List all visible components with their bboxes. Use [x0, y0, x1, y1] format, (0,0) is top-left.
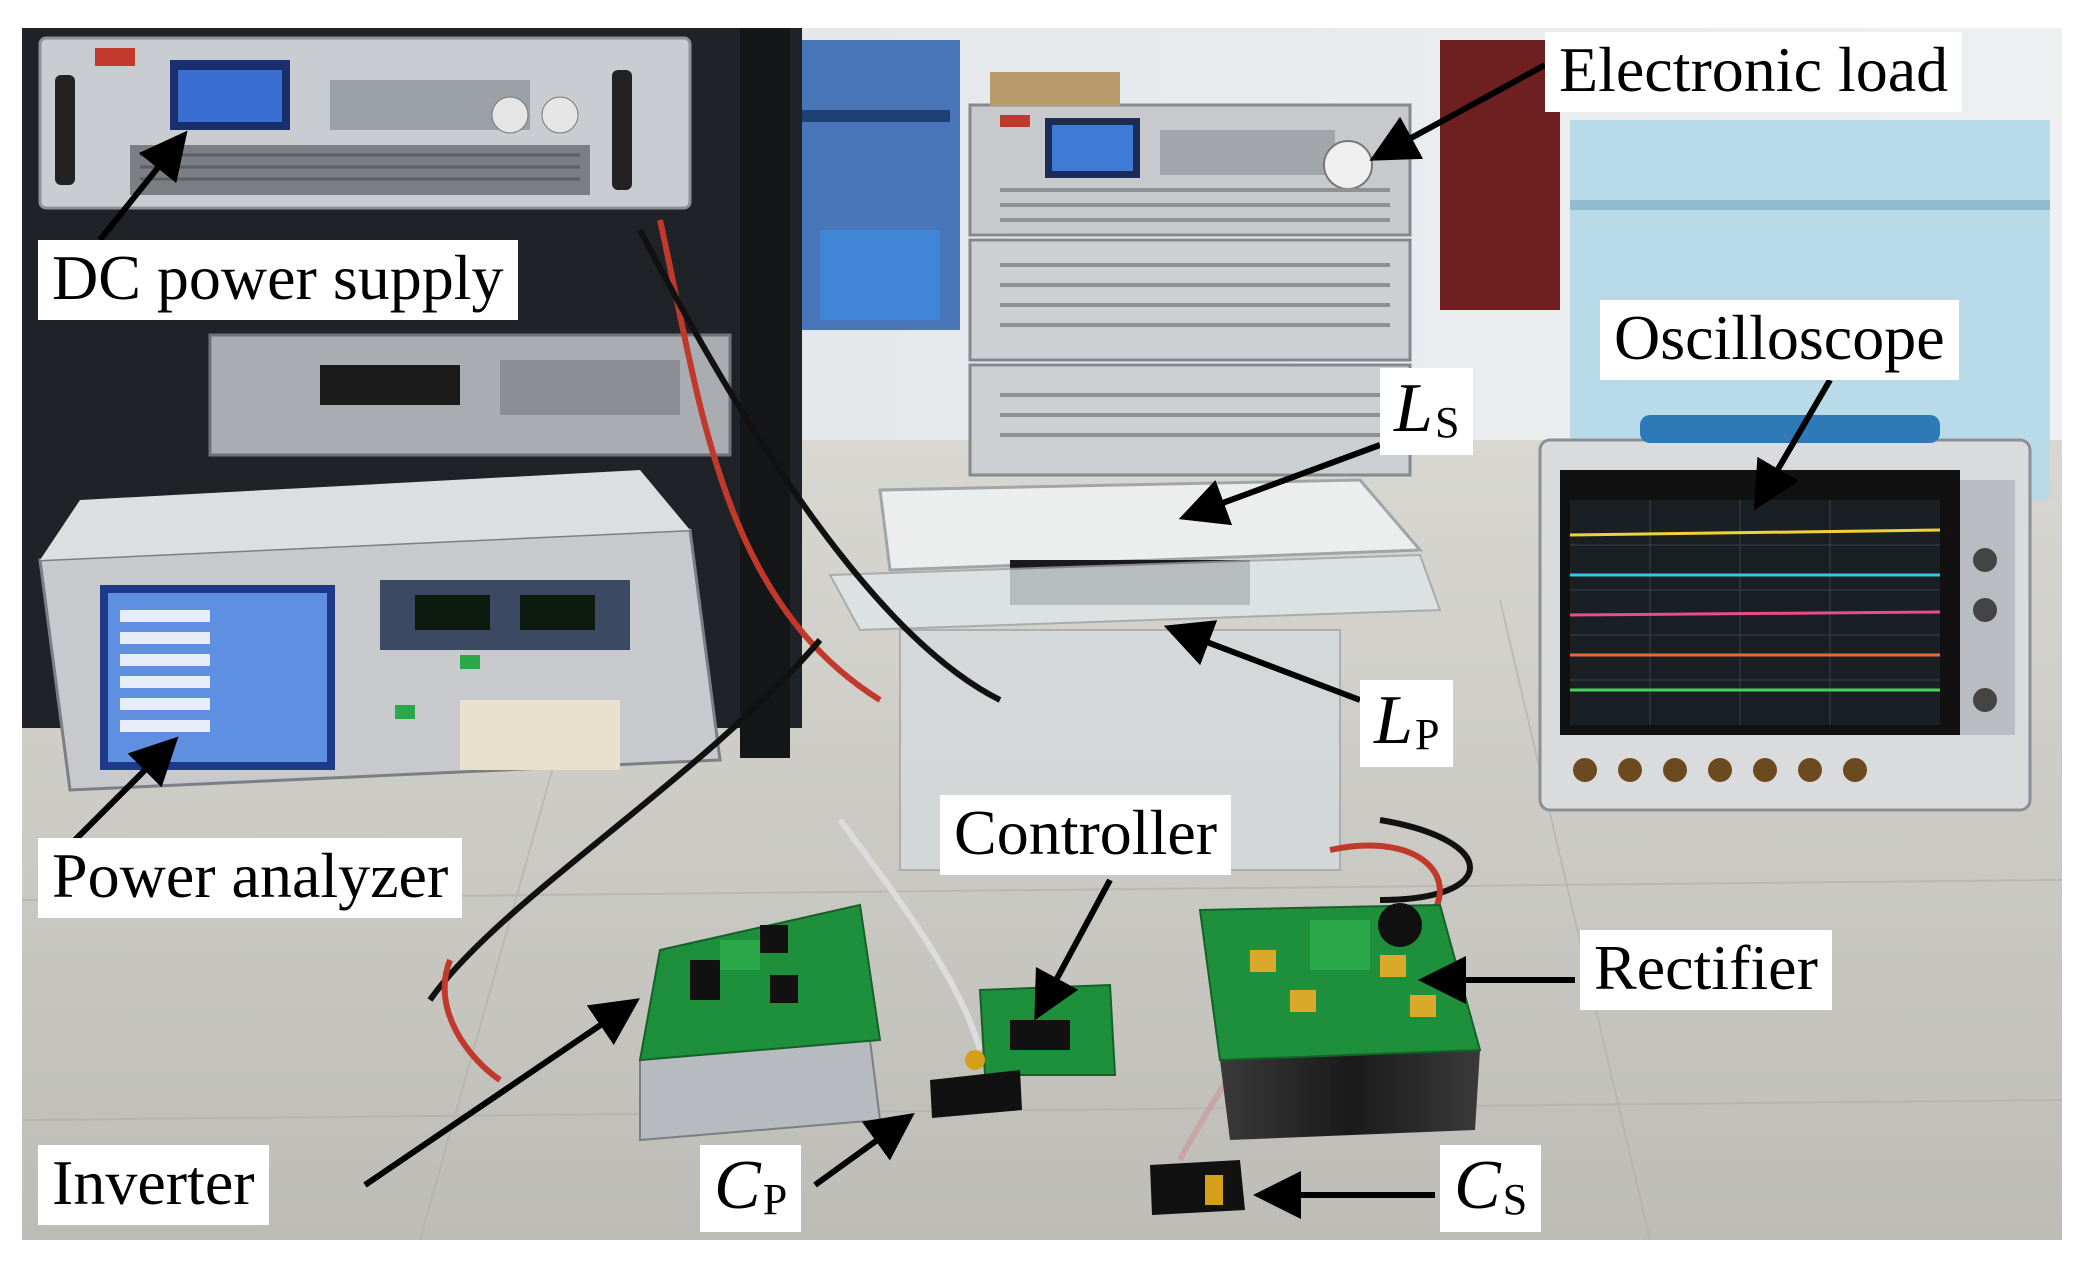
rectifier-board	[1198, 903, 1482, 1140]
arrow-oscilloscope	[1753, 378, 1833, 511]
label-oscilloscope: Oscilloscope	[1600, 300, 1959, 380]
electronic-load-device	[968, 72, 1412, 477]
label-lp: LP	[1360, 680, 1454, 767]
label-cs: CS	[1440, 1145, 1542, 1232]
rack-instrument	[208, 333, 732, 457]
ls-symbol: L	[1394, 370, 1433, 447]
arrow-power-analyzer	[72, 736, 179, 843]
arrow-ls	[1178, 442, 1382, 526]
arrow-controller	[1034, 878, 1113, 1021]
cp-capacitor-board	[930, 1050, 1022, 1118]
dc-power-supply-device	[38, 36, 692, 210]
label-dc-power-supply: DC power supply	[38, 240, 518, 320]
arrow-inverter	[363, 998, 640, 1188]
cp-symbol: C	[714, 1147, 761, 1224]
label-cp: CP	[700, 1145, 802, 1232]
annotation-arrows	[72, 62, 1833, 1219]
cs-capacitor-board	[1150, 1160, 1245, 1215]
arrow-lp	[1163, 620, 1362, 703]
oscilloscope-device	[1538, 415, 2032, 812]
arrow-cp	[813, 1112, 915, 1188]
ls-subscript: S	[1434, 398, 1460, 447]
arrow-electronic-load	[1369, 62, 1547, 161]
cs-symbol: C	[1454, 1147, 1501, 1224]
label-ls: LS	[1380, 368, 1474, 455]
lp-symbol: L	[1374, 682, 1413, 759]
label-rectifier: Rectifier	[1580, 930, 1832, 1010]
power-analyzer-device	[38, 470, 722, 792]
label-inverter: Inverter	[38, 1145, 269, 1225]
coil-stand	[828, 478, 1442, 871]
label-power-analyzer: Power analyzer	[38, 838, 463, 918]
label-controller: Controller	[940, 795, 1232, 875]
cs-subscript: S	[1502, 1175, 1528, 1224]
lp-subscript: P	[1414, 710, 1440, 759]
label-electronic-load: Electronic load	[1545, 32, 1963, 112]
controller-board	[978, 983, 1117, 1076]
red-door	[1440, 40, 1560, 310]
cp-subscript: P	[762, 1175, 788, 1224]
arrow-dc-power-supply	[97, 130, 188, 242]
